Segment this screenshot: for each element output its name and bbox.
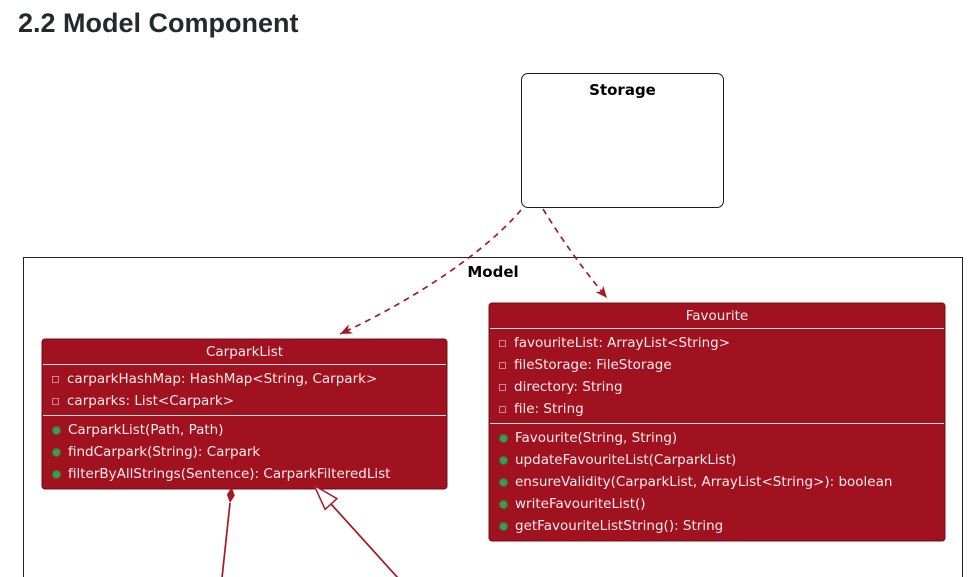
private-field-icon bbox=[52, 375, 59, 383]
public-method-icon bbox=[52, 447, 61, 457]
method-label: Favourite(String, String) bbox=[515, 430, 678, 446]
method-row: writeFavouriteList() bbox=[490, 493, 944, 515]
class-carparklist-methods: CarparkList(Path, Path) findCarpark(Stri… bbox=[43, 416, 446, 488]
method-row: CarparkList(Path, Path) bbox=[43, 419, 446, 441]
field-label: carparkHashMap: HashMap<String, Carpark> bbox=[67, 371, 378, 387]
public-method-icon bbox=[499, 433, 508, 443]
private-field-icon bbox=[52, 397, 59, 405]
method-label: findCarpark(String): Carpark bbox=[68, 444, 261, 460]
class-carparklist-title: CarparkList bbox=[43, 340, 446, 365]
private-field-icon bbox=[499, 339, 506, 347]
class-favourite-fields: favouriteList: ArrayList<String> fileSto… bbox=[490, 329, 944, 424]
field-label: carparks: List<Carpark> bbox=[67, 393, 235, 409]
method-label: updateFavouriteList(CarparkList) bbox=[515, 452, 737, 468]
method-row: findCarpark(String): Carpark bbox=[43, 441, 446, 463]
public-method-icon bbox=[499, 521, 508, 531]
method-row: getFavouriteListString(): String bbox=[490, 515, 944, 537]
field-row: directory: String bbox=[490, 376, 944, 398]
field-row: carparks: List<Carpark> bbox=[43, 390, 446, 412]
private-field-icon bbox=[499, 361, 506, 369]
public-method-icon bbox=[52, 425, 61, 435]
field-row: favouriteList: ArrayList<String> bbox=[490, 332, 944, 354]
field-row: carparkHashMap: HashMap<String, Carpark> bbox=[43, 368, 446, 390]
field-row: fileStorage: FileStorage bbox=[490, 354, 944, 376]
package-model-label: Model bbox=[467, 263, 519, 281]
public-method-icon bbox=[499, 477, 508, 487]
field-label: file: String bbox=[514, 401, 584, 417]
method-label: getFavouriteListString(): String bbox=[515, 518, 724, 534]
public-method-icon bbox=[499, 499, 508, 509]
field-label: fileStorage: FileStorage bbox=[514, 357, 672, 373]
method-row: Favourite(String, String) bbox=[490, 427, 944, 449]
method-label: writeFavouriteList() bbox=[515, 496, 646, 512]
field-row: file: String bbox=[490, 398, 944, 420]
class-favourite-methods: Favourite(String, String) updateFavourit… bbox=[490, 424, 944, 540]
method-row: updateFavouriteList(CarparkList) bbox=[490, 449, 944, 471]
section-heading: 2.2 Model Component bbox=[18, 8, 299, 38]
class-carparklist: CarparkList carparkHashMap: HashMap<Stri… bbox=[42, 339, 447, 489]
class-storage-title: Storage bbox=[589, 81, 656, 99]
field-label: favouriteList: ArrayList<String> bbox=[514, 335, 731, 351]
public-method-icon bbox=[499, 455, 508, 465]
class-storage: Storage bbox=[521, 73, 724, 208]
private-field-icon bbox=[499, 405, 506, 413]
method-label: filterByAllStrings(Sentence): CarparkFil… bbox=[68, 466, 391, 482]
public-method-icon bbox=[52, 469, 61, 479]
method-label: CarparkList(Path, Path) bbox=[68, 422, 224, 438]
method-row: filterByAllStrings(Sentence): CarparkFil… bbox=[43, 463, 446, 485]
field-label: directory: String bbox=[514, 379, 623, 395]
class-carparklist-fields: carparkHashMap: HashMap<String, Carpark>… bbox=[43, 365, 446, 416]
class-favourite-title: Favourite bbox=[490, 304, 944, 329]
class-favourite: Favourite favouriteList: ArrayList<Strin… bbox=[489, 303, 945, 541]
private-field-icon bbox=[499, 383, 506, 391]
method-label: ensureValidity(CarparkList, ArrayList<St… bbox=[515, 474, 893, 490]
method-row: ensureValidity(CarparkList, ArrayList<St… bbox=[490, 471, 944, 493]
